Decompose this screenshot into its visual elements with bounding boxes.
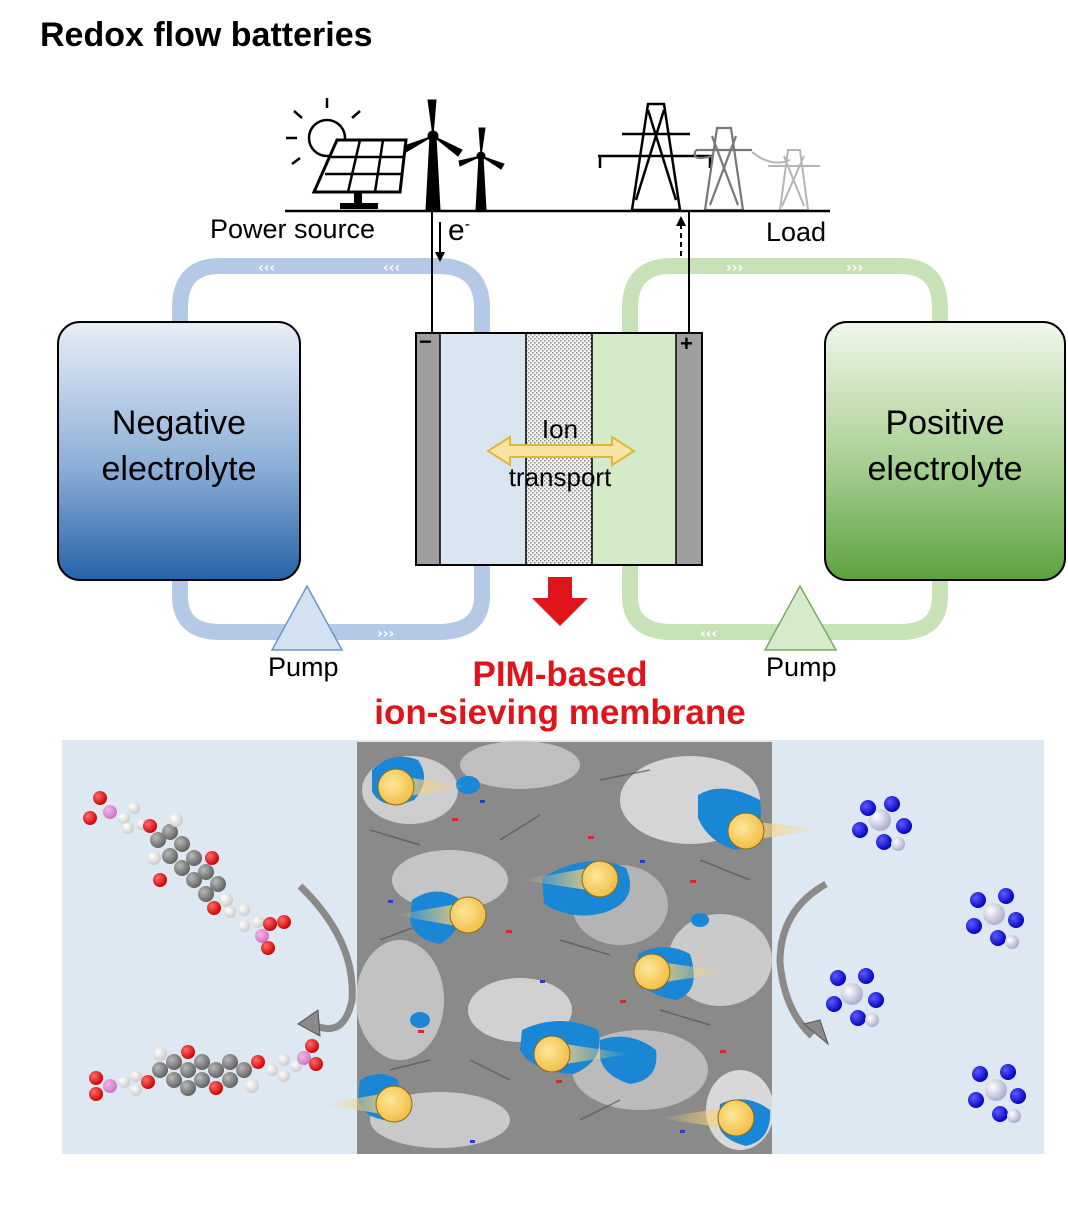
down-arrow-icon bbox=[532, 577, 588, 626]
svg-text:›››: ››› bbox=[377, 626, 394, 642]
electron-flow-arrow bbox=[435, 222, 445, 262]
svg-text:‹‹‹: ‹‹‹ bbox=[700, 626, 717, 642]
solar-panel-icon bbox=[311, 138, 408, 209]
membrane-caption-line1: PIM-based bbox=[472, 655, 648, 694]
pump-icon bbox=[763, 584, 838, 651]
svg-text:›››: ››› bbox=[846, 260, 863, 276]
svg-text:›››: ››› bbox=[726, 260, 743, 276]
organic-molecule-bottom bbox=[89, 1039, 323, 1101]
power-source-label: Power source bbox=[210, 214, 376, 244]
rejection-arrow bbox=[297, 883, 356, 1032]
ion-label: Ion bbox=[541, 414, 579, 444]
svg-text:‹‹‹: ‹‹‹ bbox=[258, 260, 275, 276]
membrane-caption-line2: ion-sieving membrane bbox=[374, 693, 746, 732]
wind-turbine-icon bbox=[403, 99, 463, 211]
ion-cluster bbox=[968, 1064, 1026, 1123]
ion-cluster bbox=[966, 888, 1024, 949]
load-label: Load bbox=[766, 217, 827, 247]
load-flow-arrow bbox=[676, 216, 686, 256]
electron-label: e- bbox=[448, 214, 471, 247]
transmission-tower-icon bbox=[751, 149, 820, 211]
transport-label: transport bbox=[508, 462, 612, 492]
ion-cluster bbox=[852, 796, 912, 851]
negative-terminal-label: − bbox=[419, 329, 432, 354]
membrane-simulation-image bbox=[320, 741, 822, 1154]
organic-molecule-top bbox=[83, 791, 291, 955]
svg-text:‹‹‹: ‹‹‹ bbox=[383, 260, 400, 276]
pump-left-label: Pump bbox=[268, 652, 339, 682]
positive-electrolyte-tank bbox=[824, 321, 1066, 581]
wind-turbine-icon bbox=[458, 127, 505, 211]
pump-icon bbox=[270, 584, 344, 651]
negative-electrolyte-tank bbox=[57, 321, 301, 581]
rejection-arrow bbox=[776, 880, 828, 1039]
ion-transport-arrow bbox=[486, 435, 636, 467]
ion-cluster bbox=[826, 968, 884, 1027]
ion-beams bbox=[320, 776, 822, 1130]
pump-right-label: Pump bbox=[766, 652, 837, 682]
figure-title: Redox flow batteries bbox=[40, 16, 373, 54]
positive-terminal-label: + bbox=[680, 331, 693, 356]
transmission-tower-icon bbox=[693, 126, 752, 212]
